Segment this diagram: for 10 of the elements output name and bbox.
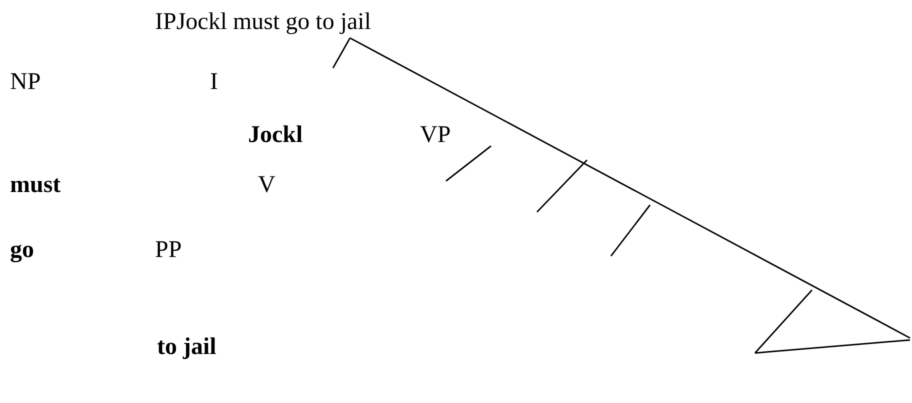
word-label: to jail: [157, 333, 216, 361]
word-label: go: [10, 236, 34, 264]
category-label: PP: [155, 236, 182, 264]
category-label: V: [258, 171, 276, 199]
category-label: VP: [420, 121, 451, 149]
category-label: I: [210, 68, 218, 96]
word-label: must: [10, 171, 61, 199]
category-label: NP: [10, 68, 41, 96]
sentence-label: IPJockl must go to jail: [155, 8, 371, 36]
word-label: Jockl: [248, 121, 303, 149]
